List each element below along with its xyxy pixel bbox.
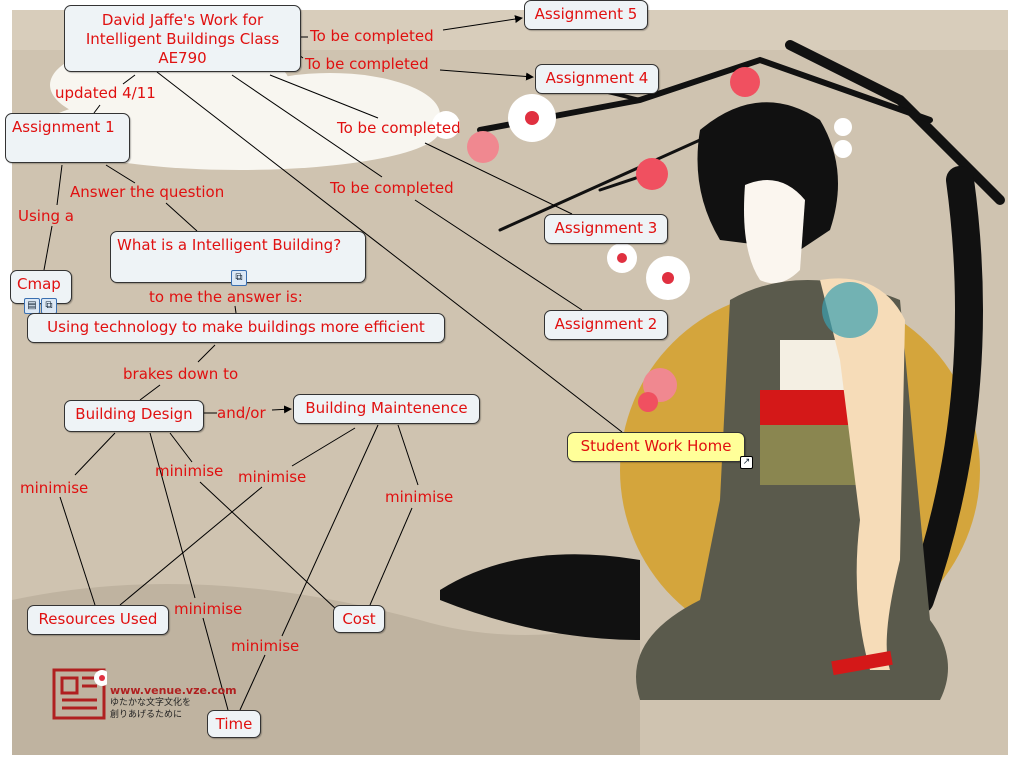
link-to-be-completed[interactable]: To be completed: [305, 55, 429, 73]
link-arrow-icon[interactable]: ↗: [740, 456, 753, 469]
root-line-3: AE790: [158, 49, 207, 67]
concept-map-icon[interactable]: ⧉: [41, 298, 57, 314]
link-minimise[interactable]: minimise: [155, 462, 224, 480]
tree: [477, 40, 1005, 614]
root-concept[interactable]: David Jaffe's Work for Intelligent Build…: [64, 5, 301, 72]
tagline-line-1: ゆたかな文字文化を: [110, 698, 192, 708]
document-icon[interactable]: ▤: [24, 298, 40, 314]
link-minimise[interactable]: minimise: [238, 468, 307, 486]
link-to-be-completed[interactable]: To be completed: [337, 119, 461, 137]
blossoms: [432, 67, 852, 412]
link-minimise[interactable]: minimise: [231, 637, 300, 655]
link-to-me-answer[interactable]: to me the answer is:: [149, 288, 303, 306]
assignment-3-node[interactable]: Assignment 3: [544, 214, 668, 244]
link-brakes-down[interactable]: brakes down to: [123, 365, 239, 383]
assignment-4-node[interactable]: Assignment 4: [535, 64, 659, 94]
cost-node[interactable]: Cost: [333, 605, 385, 633]
tagline-line-2: 創りあげるために: [110, 710, 183, 720]
link-updated[interactable]: updated 4/11: [55, 84, 156, 102]
logo-tagline: ゆたかな文字文化を 創りあげるために: [110, 697, 191, 721]
student-work-home-node[interactable]: Student Work Home: [567, 432, 745, 462]
seal-logo: [52, 668, 107, 720]
link-minimise[interactable]: minimise: [174, 600, 243, 618]
link-minimise[interactable]: minimise: [385, 488, 454, 506]
resources-used-node[interactable]: Resources Used: [27, 605, 169, 635]
assignment-1-node[interactable]: Assignment 1: [5, 113, 130, 163]
logo-url: www.venue.vze.com: [110, 684, 237, 697]
building-design-node[interactable]: Building Design: [64, 400, 204, 432]
answer-node[interactable]: Using technology to make buildings more …: [27, 313, 445, 343]
geisha: [440, 102, 948, 700]
concept-map-icon[interactable]: ⧉: [231, 270, 247, 286]
root-line-1: David Jaffe's Work for: [101, 11, 264, 29]
building-maintenance-node[interactable]: Building Maintenence: [293, 394, 480, 424]
link-to-be-completed[interactable]: To be completed: [330, 179, 454, 197]
root-line-2: Intelligent Buildings Class: [85, 30, 280, 48]
assignment-2-node[interactable]: Assignment 2: [544, 310, 668, 340]
link-to-be-completed[interactable]: To be completed: [310, 27, 434, 45]
time-node[interactable]: Time: [207, 710, 261, 738]
link-minimise[interactable]: minimise: [20, 479, 89, 497]
assignment-5-node[interactable]: Assignment 5: [524, 0, 648, 30]
link-using-a[interactable]: Using a: [18, 207, 74, 225]
link-answer-question[interactable]: Answer the question: [70, 183, 225, 201]
link-and-or[interactable]: and/or: [217, 404, 266, 422]
